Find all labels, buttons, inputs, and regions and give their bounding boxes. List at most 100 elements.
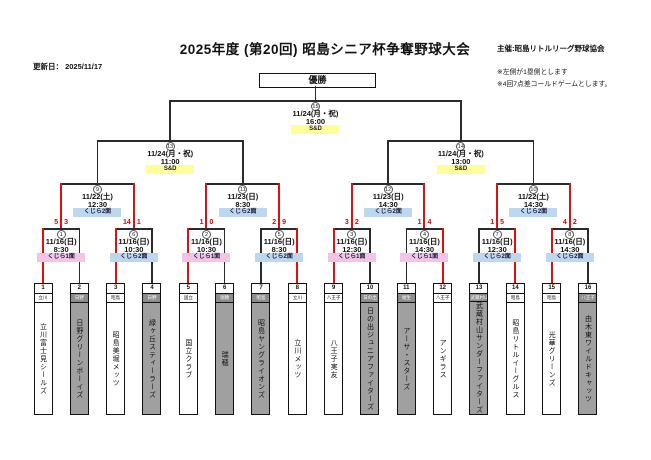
match-time: 12:30 bbox=[87, 200, 108, 209]
score-left: 14 bbox=[123, 219, 131, 226]
match-date: 11/22(土) bbox=[518, 192, 549, 201]
bracket-line bbox=[387, 140, 389, 183]
score-right: 4 bbox=[427, 219, 432, 226]
venue-badge: くじら1面 bbox=[327, 253, 376, 262]
team-name: 昭島美堀メッツ bbox=[112, 330, 120, 387]
match-number: 10 bbox=[528, 184, 538, 194]
match-number: 14 bbox=[456, 141, 466, 151]
match-time: 14:30 bbox=[523, 200, 544, 209]
venue-badge: くじら2面 bbox=[545, 253, 594, 262]
team-name-area: 昭島美堀メッツ bbox=[107, 303, 125, 414]
team-region: 日野 bbox=[70, 294, 88, 303]
venue-badge: S&D bbox=[291, 125, 340, 134]
team-name-area: 由木東ワイルドキャッツ bbox=[579, 303, 597, 414]
bracket-line bbox=[97, 140, 243, 142]
team-name-area: 昭島ヤングライオンズ bbox=[252, 303, 270, 414]
team-name: 国立クラブ bbox=[184, 338, 192, 379]
bracket-line bbox=[351, 183, 425, 185]
bracket-line bbox=[242, 140, 244, 183]
team-number: 11 bbox=[397, 284, 415, 294]
team-name: 日野グリーンボーイズ bbox=[75, 318, 83, 399]
match-number: 8 bbox=[565, 229, 575, 239]
team-name: 昭島リトルイーグルス bbox=[511, 318, 519, 399]
updated-date: 更新日： 2025/11/17 bbox=[33, 61, 102, 72]
team-number: 16 bbox=[579, 284, 597, 294]
match-date: 11/16(日) bbox=[554, 237, 586, 246]
match-date: 11/16(日) bbox=[409, 237, 440, 246]
team-name: 武蔵村山サンダーファイターズ bbox=[475, 302, 483, 414]
bracket-line bbox=[460, 100, 462, 140]
score-right: 2 bbox=[354, 219, 359, 226]
note-first-base-side: ※左側が1塁側とします bbox=[497, 69, 568, 76]
team-name-area: 八王子実友 bbox=[325, 303, 343, 414]
match-date: 11/16(日) bbox=[336, 237, 368, 246]
score-right: 5 bbox=[500, 219, 505, 226]
match-date: 11/24(月・祝) bbox=[292, 109, 339, 118]
organizer-label: 主催:昭島リトルリーグ野球協会 bbox=[497, 44, 605, 53]
bracket-line bbox=[314, 86, 317, 100]
bracket-line bbox=[551, 228, 588, 230]
venue-badge: S&D bbox=[436, 165, 485, 174]
team-region: 立川 bbox=[288, 294, 306, 303]
bracket-line bbox=[333, 228, 370, 230]
match-date: 11/23(日) bbox=[227, 192, 259, 201]
score-left: 5 bbox=[54, 219, 59, 226]
bracket-line bbox=[497, 183, 570, 185]
bracket-line bbox=[406, 228, 443, 230]
score-left: 3 bbox=[344, 219, 349, 226]
team-number: 12 bbox=[434, 284, 452, 294]
score-left: 4 bbox=[562, 219, 567, 226]
match-number: 7 bbox=[492, 229, 502, 239]
team-region: 八王子 bbox=[434, 294, 452, 303]
match-date: 11/16(日) bbox=[45, 237, 77, 246]
team-number: 9 bbox=[325, 284, 343, 294]
team-name: 立川メッツ bbox=[293, 338, 301, 379]
team-name-area: 瑞穂 bbox=[216, 303, 234, 414]
venue-badge: くじら1面 bbox=[182, 253, 231, 262]
team-name: アンギラス bbox=[439, 338, 447, 379]
team-number: 4 bbox=[143, 284, 161, 294]
match-number: 13 bbox=[165, 141, 175, 151]
match-number: 12 bbox=[383, 184, 393, 194]
bracket-line bbox=[496, 183, 499, 228]
match-date: 11/24(月・祝) bbox=[147, 149, 194, 158]
venue-badge: くじら2面 bbox=[509, 208, 558, 217]
venue-badge: くじら2面 bbox=[473, 253, 522, 262]
bracket-line bbox=[115, 228, 152, 230]
bracket-line bbox=[478, 228, 516, 230]
team-name: 緑ヶ丘スティーラーズ bbox=[148, 318, 156, 399]
score-right: 1 bbox=[136, 219, 141, 226]
team-region: 昭島 bbox=[506, 294, 524, 303]
bracket-line bbox=[43, 228, 80, 230]
team-region: 八王子 bbox=[579, 294, 597, 303]
team-name: 立川富士見シールズ bbox=[39, 322, 47, 395]
team-name-area: 国立クラブ bbox=[179, 303, 197, 414]
team-number: 14 bbox=[506, 284, 524, 294]
match-time: 12:30 bbox=[487, 245, 507, 254]
bracket-line bbox=[423, 183, 426, 228]
match-time: 14:30 bbox=[378, 200, 398, 209]
bracket-line bbox=[60, 183, 63, 228]
updated-value: 2025/11/17 bbox=[65, 62, 103, 71]
score-right: 0 bbox=[209, 219, 214, 226]
bracket-line bbox=[260, 228, 298, 230]
match-number: 5 bbox=[274, 229, 284, 239]
match-number: 2 bbox=[201, 229, 211, 239]
match-number: 6 bbox=[129, 229, 139, 239]
match-date: 11/16(日) bbox=[191, 237, 222, 246]
team-number: 5 bbox=[179, 284, 197, 294]
team-region: 国立 bbox=[179, 294, 197, 303]
match-date: 11/16(日) bbox=[481, 237, 513, 246]
note-called-game: ※4回7点差コールドゲームとします。 bbox=[497, 81, 612, 88]
